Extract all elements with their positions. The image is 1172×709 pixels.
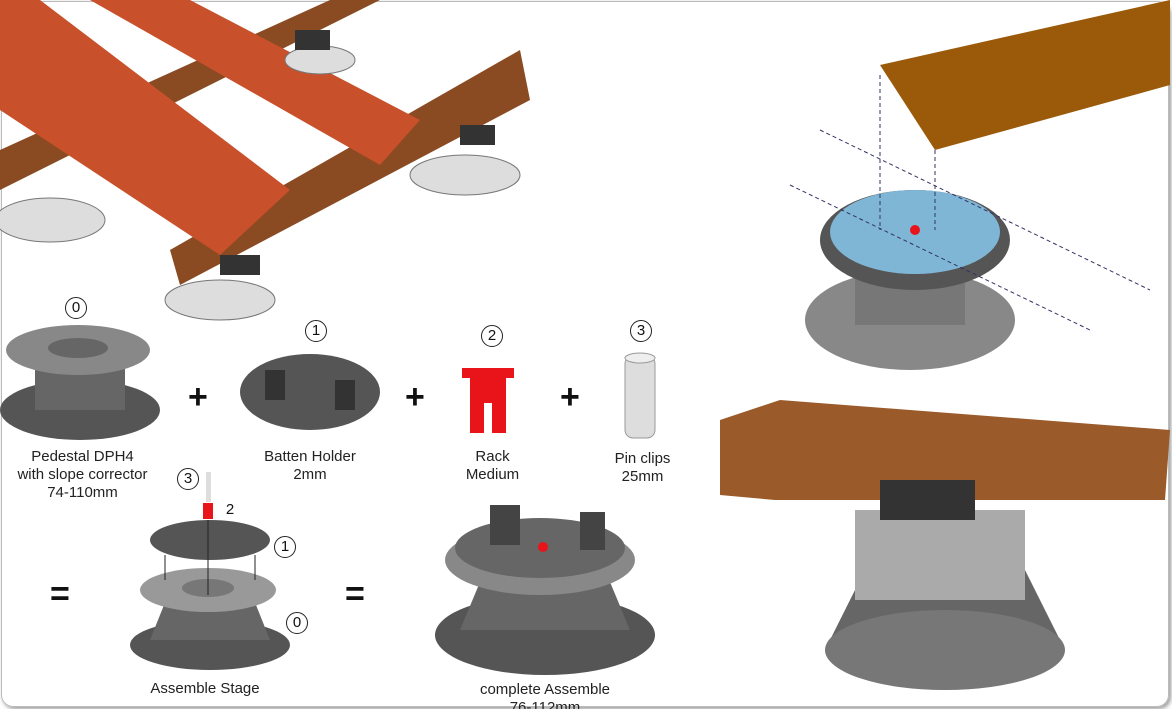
plus-sign: +	[405, 378, 425, 416]
equals-sign: =	[345, 575, 365, 613]
part-number-1: 1	[305, 320, 327, 342]
stage-number-1: 1	[274, 536, 296, 558]
stage-number-0: 0	[286, 612, 308, 634]
part-size: 74-110mm	[47, 484, 118, 501]
part-number-0: 0	[65, 297, 87, 319]
complete-assembly-part	[435, 505, 655, 675]
part-name: Pin clips	[614, 450, 671, 467]
decking-illustration	[0, 0, 530, 321]
part-number-3: 3	[630, 320, 652, 342]
equals-sign: =	[50, 575, 70, 613]
stage-number-2: 2	[225, 501, 235, 518]
part-detail: with slope corrector	[17, 466, 148, 483]
assemble-stage-label: Assemble Stage	[150, 680, 260, 697]
part-size: 2mm	[293, 466, 327, 483]
assemble-stage-part	[130, 472, 290, 670]
part-name: Pedestal DPH4	[31, 448, 134, 465]
rack-part	[462, 368, 514, 433]
part-size: Medium	[465, 466, 520, 483]
pedestal-part	[0, 325, 160, 440]
complete-title: complete Assemble	[479, 681, 611, 698]
stage-number-3: 3	[177, 468, 199, 490]
part-name: Batten Holder	[264, 448, 356, 465]
batten-holder-part	[240, 354, 380, 430]
plus-sign: +	[560, 378, 580, 416]
part-size: 25mm	[621, 468, 664, 485]
pin-clip-part	[624, 352, 656, 439]
blue-holder-illustration	[789, 0, 1170, 370]
part-name: Rack	[475, 448, 510, 465]
part-number-2: 2	[481, 325, 503, 347]
beam-pedestal-illustration	[720, 400, 1170, 690]
plus-sign: +	[188, 378, 208, 416]
complete-size: 76-112mm	[509, 699, 581, 709]
